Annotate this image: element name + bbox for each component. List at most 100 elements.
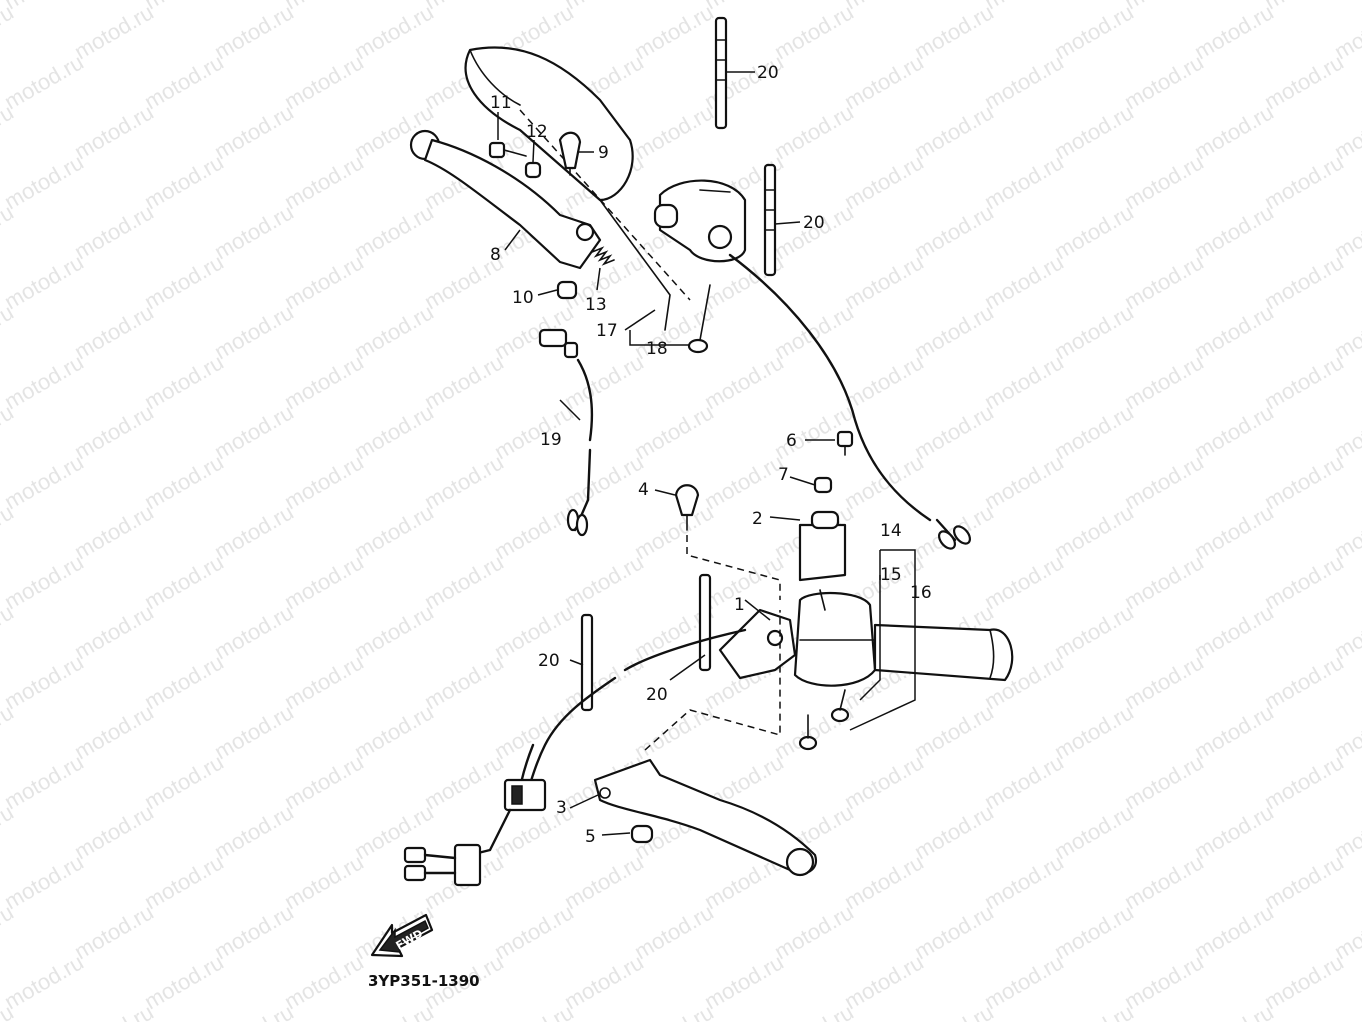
watermark-text: motod.ru <box>350 0 438 64</box>
watermark-text: motod.ru <box>0 349 88 414</box>
watermark-text: motod.ru <box>420 0 508 14</box>
watermark-text: motod.ru <box>490 699 578 764</box>
watermark-text: motod.ru <box>1190 299 1278 364</box>
nut-5 <box>630 824 654 844</box>
watermark-text: motod.ru <box>140 249 228 314</box>
nut-7 <box>813 476 833 494</box>
watermark-text: motod.ru <box>840 49 928 114</box>
watermark-text: motod.ru <box>840 849 928 914</box>
watermark-text: motod.ru <box>840 749 928 814</box>
callout-6: 6 <box>786 431 797 451</box>
watermark-text: motod.ru <box>70 199 158 264</box>
left-grip <box>464 46 691 331</box>
watermark-text: motod.ru <box>140 749 228 814</box>
watermark-text: motod.ru <box>280 749 368 814</box>
watermark-text: motod.ru <box>490 499 578 564</box>
watermark-text: motod.ru <box>70 99 158 164</box>
watermark-text: motod.ru <box>1050 999 1138 1022</box>
watermark-text: motod.ru <box>280 449 368 514</box>
callout-2: 2 <box>752 509 763 529</box>
watermark-text: motod.ru <box>140 849 228 914</box>
watermark-text: motod.ru <box>420 349 508 414</box>
watermark-text: motod.ru <box>700 949 788 1014</box>
watermark-text: motod.ru <box>980 749 1068 814</box>
watermark-text: motod.ru <box>0 549 88 614</box>
watermark-text: motod.ru <box>980 149 1068 214</box>
watermark-text: motod.ru <box>280 549 368 614</box>
watermark-text: motod.ru <box>1120 249 1208 314</box>
watermark-text: motod.ru <box>1190 699 1278 764</box>
watermark-text: motod.ru <box>1050 199 1138 264</box>
watermark-text: motod.ru <box>770 899 858 964</box>
callout-8: 8 <box>490 245 501 265</box>
watermark-text: motod.ru <box>1190 199 1278 264</box>
watermark-text: motod.ru <box>350 599 438 664</box>
callout-1: 1 <box>734 595 745 615</box>
watermark-text: motod.ru <box>1120 749 1208 814</box>
watermark-text: motod.ru <box>0 649 88 714</box>
callout-13: 13 <box>585 295 607 315</box>
cable-tie-upper-1 <box>714 16 728 130</box>
watermark-text: motod.ru <box>70 699 158 764</box>
callout-20-d: 20 <box>646 685 668 705</box>
watermark-text: motod.ru <box>0 949 88 1014</box>
watermark-text: motod.ru <box>420 549 508 614</box>
callout-5: 5 <box>585 827 596 847</box>
watermark-text: motod.ru <box>210 299 298 364</box>
watermark-text: motod.ru <box>630 0 718 64</box>
watermark-text: motod.ru <box>1190 599 1278 664</box>
watermark-text: motod.ru <box>1190 799 1278 864</box>
watermark-text: motod.ru <box>280 249 368 314</box>
watermark-text: motod.ru <box>280 49 368 114</box>
watermark-text: motod.ru <box>350 199 438 264</box>
watermark-text: motod.ru <box>910 799 998 864</box>
watermark-text: motod.ru <box>700 0 788 14</box>
watermark-text: motod.ru <box>280 0 368 14</box>
watermark-text: motod.ru <box>70 499 158 564</box>
cable-tie-upper-2 <box>763 163 777 277</box>
watermark-text: motod.ru <box>840 349 928 414</box>
watermark-text: motod.ru <box>1050 99 1138 164</box>
watermark-text: motod.ru <box>1190 399 1278 464</box>
watermark-text: motod.ru <box>1190 999 1278 1022</box>
watermark-text: motod.ru <box>560 449 648 514</box>
watermark-text: motod.ru <box>1190 99 1278 164</box>
watermark-text: motod.ru <box>70 599 158 664</box>
watermark-text: motod.ru <box>210 799 298 864</box>
watermark-text: motod.ru <box>1120 849 1208 914</box>
watermark-text: motod.ru <box>980 449 1068 514</box>
watermark-text: motod.ru <box>210 699 298 764</box>
holder-1 <box>718 608 797 680</box>
right-switch-housing <box>793 589 877 687</box>
watermark-text: motod.ru <box>490 399 578 464</box>
watermark-text: motod.ru <box>210 999 298 1022</box>
watermark-text: motod.ru <box>0 849 88 914</box>
watermark-text: motod.ru <box>0 249 88 314</box>
watermark-text: motod.ru <box>490 999 578 1022</box>
watermark-text: motod.ru <box>210 99 298 164</box>
watermark-text: motod.ru <box>1260 549 1348 614</box>
callout-20-c: 20 <box>538 651 560 671</box>
watermark-text: motod.ru <box>770 299 858 364</box>
watermark-text: motod.ru <box>1260 949 1348 1014</box>
left-switch-cable <box>728 253 932 522</box>
watermark-text: motod.ru <box>1260 149 1348 214</box>
watermark-text: motod.ru <box>0 149 88 214</box>
callout-18: 18 <box>646 339 668 359</box>
watermark-text: motod.ru <box>630 499 718 564</box>
watermark-text: motod.ru <box>210 599 298 664</box>
watermark-text: motod.ru <box>210 899 298 964</box>
watermark-text: motod.ru <box>980 849 1068 914</box>
watermark-text: motod.ru <box>350 399 438 464</box>
watermark-text: motod.ru <box>910 399 998 464</box>
watermark-text: motod.ru <box>910 0 998 64</box>
leader-lines <box>497 71 835 836</box>
connector-block <box>403 778 547 887</box>
callout-19: 19 <box>540 430 562 450</box>
watermark-text: motod.ru <box>1260 449 1348 514</box>
watermark-text: motod.ru <box>1330 999 1362 1022</box>
watermark-text: motod.ru <box>140 149 228 214</box>
callout-10: 10 <box>512 288 534 308</box>
watermark-text: motod.ru <box>210 499 298 564</box>
watermark-text: motod.ru <box>140 349 228 414</box>
